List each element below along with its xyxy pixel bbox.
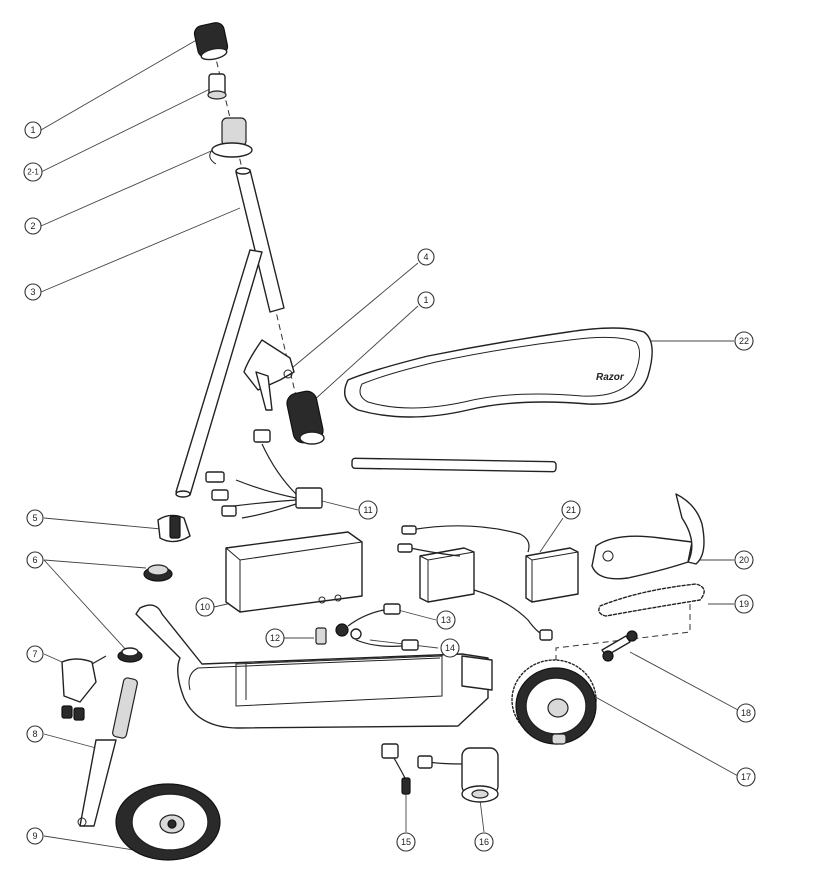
callout-label: 9 [32,831,37,841]
callout-label: 17 [741,772,751,782]
chain-tensioner-bolt [601,630,638,662]
drive-chain [598,583,705,617]
battery-left [419,547,475,603]
deck-support-bar [351,457,557,473]
callout-7-brake: 7 [26,645,44,663]
power-switch-wiring [315,603,419,651]
callout-6-bearings: 6 [26,551,44,569]
callout-label: 8 [32,729,37,739]
callout-14-switch: 14 [440,638,460,658]
callout-label: 16 [479,837,489,847]
callout-2-1-bushing: 2-1 [23,162,43,182]
callout-label: 21 [566,505,576,515]
handlebar-tube [175,167,285,498]
callout-3-handlebar: 3 [24,283,42,301]
callout-12-fuse: 12 [265,628,285,648]
callout-11-controller: 11 [358,500,378,520]
callout-19-chain: 19 [734,594,754,614]
callout-13-wiring: 13 [436,610,456,630]
callout-1-grip-lower: 1 [417,291,435,309]
callout-label: 6 [32,555,37,565]
callout-label: 10 [200,602,210,612]
callout-label: 18 [741,708,751,718]
callout-label: 3 [30,287,35,297]
battery-right [525,547,579,603]
headset-bearing-upper [143,564,173,582]
drive-motor [417,747,499,803]
deck-brand-mark: Razor [596,372,625,383]
callout-label: 2-1 [27,168,39,177]
battery-wiring [397,525,553,641]
callout-label: 19 [739,599,749,609]
callout-2-throttle: 2 [24,217,42,235]
throttle-assembly [209,117,253,165]
handlebar-grip-top [193,22,229,61]
callout-21-batteries: 21 [561,500,581,520]
callout-1-grip-top: 1 [24,121,42,139]
callout-label: 13 [441,615,451,625]
battery-tray [225,531,363,613]
callout-label: 15 [401,837,411,847]
leader-lines [40,37,739,851]
callout-20-chain-guard: 20 [734,550,754,570]
callout-label: 4 [423,252,428,262]
callout-8-fork: 8 [26,725,44,743]
callout-17-rear-wheel: 17 [736,767,756,787]
callout-22-deck: 22 [734,331,754,351]
callout-label: 7 [32,649,37,659]
callout-label: 5 [32,513,37,523]
callout-18-tensioner: 18 [736,703,756,723]
callout-label: 2 [30,221,35,231]
callout-label: 1 [423,295,428,305]
callout-label: 12 [270,633,280,643]
callout-5-clamp: 5 [26,509,44,527]
callout-label: 14 [445,643,455,653]
brake-caliper [61,655,107,721]
callout-label: 22 [739,336,749,346]
throttle-bushing [207,73,227,100]
brake-lever [243,339,295,411]
front-fork [77,677,138,827]
callout-16-motor: 16 [474,832,494,852]
main-frame [135,604,493,729]
chain-guard [591,493,705,580]
callout-10-battery-tray: 10 [195,597,215,617]
wheel-sensor [381,743,411,795]
callout-label: 1 [30,125,35,135]
callout-label: 20 [739,555,749,565]
front-wheel [115,783,221,861]
headset-bearing-lower [117,647,143,663]
deck: Razor [344,327,653,418]
controller-wiring [205,429,323,519]
rear-wheel [511,659,597,745]
callout-label: 11 [363,505,372,515]
callout-4-brake-lever: 4 [417,248,435,266]
handlebar-grip-lower [286,390,325,445]
callout-9-front-wheel: 9 [26,827,44,845]
fork-clamp [157,514,191,543]
callout-15-sensor: 15 [396,832,416,852]
